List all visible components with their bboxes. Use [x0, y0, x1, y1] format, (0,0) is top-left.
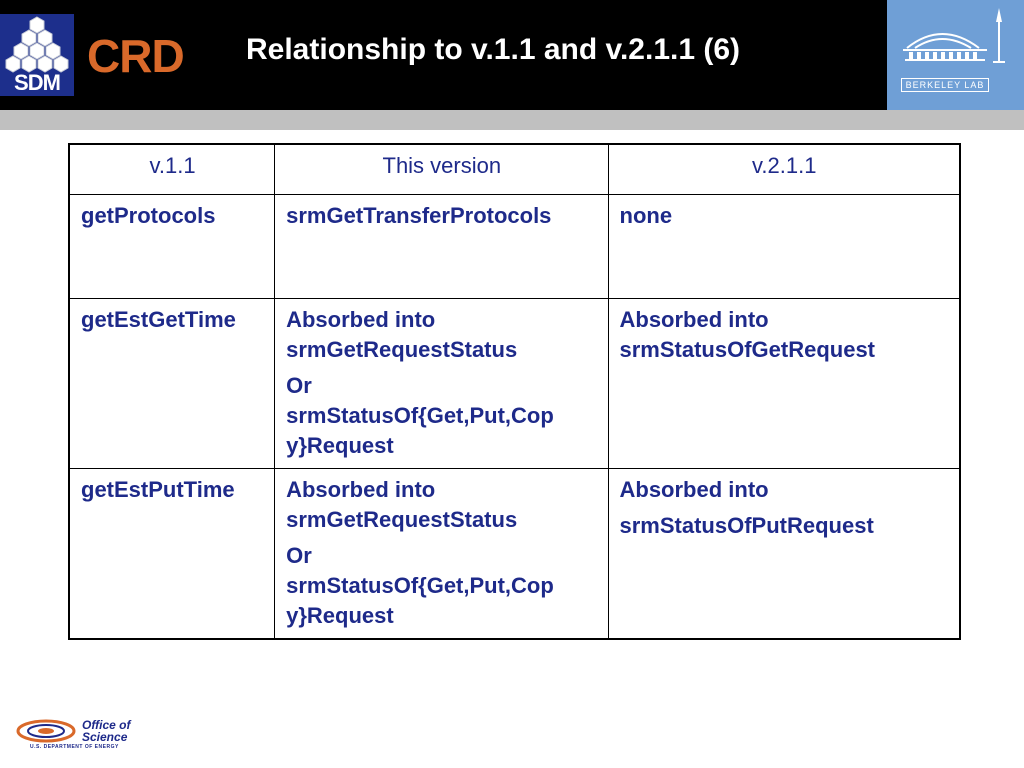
cell-text: srmGetTransferProtocols: [286, 203, 552, 228]
cell-text: srmStatusOf{Get,Put,Cop: [286, 573, 554, 598]
table-header-row: v.1.1 This version v.2.1.1: [68, 143, 961, 195]
crd-logo-text: CRD: [87, 30, 185, 82]
cell-text: Absorbed into: [286, 477, 436, 502]
cell-text: y}Request: [286, 603, 394, 628]
table-row: getProtocols srmGetTransferProtocols non…: [68, 194, 961, 299]
office-line-1: Office of: [82, 718, 131, 732]
berkeley-lab-text: BERKELEY LAB: [901, 78, 989, 92]
table-row: getEstGetTime Absorbed into srmGetReques…: [68, 298, 961, 469]
doe-swirl-icon: [16, 719, 76, 743]
column-header-this-version: This version: [274, 143, 609, 195]
sdm-hexagon-icon: [5, 16, 69, 73]
sdm-logo-text: SDM: [14, 70, 61, 95]
cell-text: none: [619, 203, 673, 228]
cell-text: Absorbed into: [286, 307, 436, 332]
cell-text: srmStatusOfGetRequest: [619, 337, 876, 362]
cell-text: srmGetRequestStatus: [286, 337, 518, 362]
cell-text: getEstGetTime: [81, 307, 236, 332]
berkeley-lab-logo: BERKELEY LAB: [887, 0, 1024, 110]
sdm-logo: SDM: [0, 14, 74, 96]
cell-v211: none: [607, 194, 961, 299]
comparison-table: v.1.1 This version v.2.1.1 getProtocols …: [68, 143, 961, 640]
column-header-v211: v.2.1.1: [607, 143, 961, 195]
table-row: getEstPutTime Absorbed into srmGetReques…: [68, 468, 961, 639]
berkeley-lab-building-icon: [903, 8, 1005, 63]
doe-text: U.S. DEPARTMENT OF ENERGY: [30, 744, 119, 750]
cell-v211: Absorbed into srmStatusOfPutRequest: [607, 468, 961, 639]
cell-text: Or: [286, 543, 312, 568]
column-header-v11: v.1.1: [68, 143, 276, 195]
office-of-science-text: Office of Science: [82, 719, 130, 743]
cell-text: y}Request: [286, 433, 394, 458]
cell-this-version: Absorbed into srmGetRequestStatus Or srm…: [274, 468, 609, 639]
office-line-2: Science: [82, 730, 128, 744]
cell-text: Or: [286, 373, 312, 398]
cell-text: getProtocols: [81, 203, 216, 228]
cell-v11: getEstGetTime: [68, 298, 276, 469]
header-divider-bar: [0, 110, 1024, 130]
cell-v211: Absorbed into srmStatusOfGetRequest: [607, 298, 961, 469]
cell-text: getEstPutTime: [81, 477, 235, 502]
cell-text: Absorbed into: [619, 477, 769, 502]
cell-v11: getEstPutTime: [68, 468, 276, 639]
slide-header: SDM CRD Relationship to v.1.1 and v.2.1.…: [0, 0, 1024, 110]
cell-this-version: Absorbed into srmGetRequestStatus Or srm…: [274, 298, 609, 469]
cell-text: Absorbed into: [619, 307, 769, 332]
cell-text: srmStatusOfPutRequest: [619, 513, 874, 538]
cell-v11: getProtocols: [68, 194, 276, 299]
office-of-science-logo: Office of Science U.S. DEPARTMENT OF ENE…: [16, 719, 166, 751]
slide-title: Relationship to v.1.1 and v.2.1.1 (6): [246, 33, 741, 66]
cell-this-version: srmGetTransferProtocols: [274, 194, 609, 299]
cell-text: srmStatusOf{Get,Put,Cop: [286, 403, 554, 428]
cell-text: srmGetRequestStatus: [286, 507, 518, 532]
